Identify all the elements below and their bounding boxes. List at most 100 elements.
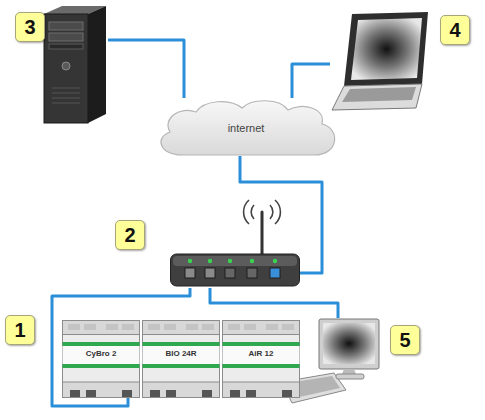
server-tower bbox=[62, 62, 70, 70]
controller-module bbox=[148, 324, 160, 330]
workstation: 5 bbox=[318, 318, 380, 380]
router-body bbox=[171, 254, 300, 286]
controller-module bbox=[143, 342, 220, 346]
laptop bbox=[344, 12, 428, 86]
controller-module bbox=[223, 321, 300, 398]
server-tower bbox=[49, 33, 83, 41]
controller-module bbox=[166, 390, 176, 397]
router-body bbox=[185, 268, 195, 278]
controller-module bbox=[63, 346, 140, 364]
controller-module bbox=[68, 324, 80, 330]
router-antenna bbox=[270, 205, 273, 219]
router-body bbox=[247, 268, 257, 278]
controller-module: AiR 12 bbox=[222, 320, 300, 398]
controller-module bbox=[223, 346, 300, 364]
router-body bbox=[228, 259, 232, 263]
callout-number: 2 bbox=[115, 220, 145, 250]
router-antenna bbox=[244, 200, 249, 224]
controller-module bbox=[246, 390, 256, 397]
controller-module bbox=[143, 321, 220, 335]
controller-module bbox=[202, 390, 212, 397]
controller-module bbox=[84, 324, 96, 330]
server-tower bbox=[49, 44, 83, 49]
controller-module bbox=[282, 390, 292, 397]
controller-module bbox=[143, 382, 220, 398]
controller-module bbox=[164, 324, 176, 330]
controller-module bbox=[202, 324, 214, 330]
controller-module bbox=[106, 324, 118, 330]
network-cable bbox=[108, 40, 184, 98]
router: 2 bbox=[170, 252, 300, 288]
controller-module bbox=[223, 342, 300, 346]
router-body bbox=[188, 259, 192, 263]
controller-group: 1CyBro 2BIO 24RAiR 12 bbox=[58, 318, 304, 400]
desktop-monitor bbox=[336, 374, 364, 379]
controller-module bbox=[222, 320, 300, 398]
controller-module bbox=[230, 390, 240, 397]
controller-module bbox=[63, 364, 140, 368]
controller-module bbox=[223, 321, 300, 335]
router-antenna bbox=[261, 212, 264, 254]
server-tower bbox=[40, 4, 108, 124]
server-tower bbox=[49, 22, 83, 30]
controller-module bbox=[63, 342, 140, 346]
router-body bbox=[250, 259, 254, 263]
controller-module bbox=[266, 324, 278, 330]
callout-number: 4 bbox=[440, 15, 470, 45]
cloud-label: internet bbox=[152, 122, 340, 134]
server-tower bbox=[52, 98, 80, 99]
module-label: BIO 24R bbox=[142, 349, 220, 358]
router-body bbox=[173, 256, 297, 266]
controller-module bbox=[282, 324, 294, 330]
laptop bbox=[351, 18, 422, 80]
controller-module: BIO 24R bbox=[142, 320, 220, 398]
controller-module bbox=[223, 364, 300, 368]
router-body bbox=[205, 268, 215, 278]
controller-module bbox=[62, 320, 140, 398]
server-tower bbox=[88, 6, 106, 123]
router-body bbox=[273, 259, 277, 263]
controller-module bbox=[86, 390, 96, 397]
server: 3 bbox=[40, 4, 108, 124]
controller-module bbox=[223, 382, 300, 398]
controller-module bbox=[63, 321, 140, 335]
controller-module bbox=[122, 390, 132, 397]
network-cable bbox=[210, 288, 338, 318]
desktop-monitor bbox=[342, 369, 356, 374]
internet-cloud: internet bbox=[152, 98, 340, 156]
laptop bbox=[332, 84, 422, 110]
router-antenna bbox=[251, 205, 254, 219]
desktop-monitor bbox=[318, 318, 380, 380]
callout-number: 5 bbox=[390, 325, 420, 355]
module-label: CyBro 2 bbox=[62, 349, 140, 358]
server-tower bbox=[52, 93, 80, 94]
router-body bbox=[225, 268, 235, 278]
laptop bbox=[330, 12, 430, 110]
controller-module bbox=[228, 324, 240, 330]
router-body bbox=[170, 252, 300, 288]
network-cable bbox=[292, 64, 330, 98]
server-tower bbox=[44, 14, 88, 123]
callout-number: 3 bbox=[15, 12, 45, 42]
callout-number: 1 bbox=[5, 315, 35, 345]
laptop bbox=[342, 87, 416, 102]
controller-module bbox=[63, 321, 140, 398]
laptop: 4 bbox=[330, 12, 430, 110]
router-body bbox=[208, 259, 212, 263]
controller-module bbox=[143, 364, 220, 368]
router-antenna bbox=[275, 200, 280, 224]
controller-module bbox=[142, 320, 220, 398]
desktop-monitor bbox=[323, 323, 375, 364]
desktop-monitor bbox=[319, 319, 379, 369]
router-antenna bbox=[244, 200, 281, 254]
controller-module bbox=[150, 390, 160, 397]
controller-module bbox=[122, 324, 134, 330]
controller-module bbox=[63, 382, 140, 398]
controller-module: CyBro 2 bbox=[62, 320, 140, 398]
server-tower bbox=[52, 88, 80, 89]
module-label: AiR 12 bbox=[222, 349, 300, 358]
controller-module bbox=[143, 321, 220, 398]
router-body bbox=[270, 268, 280, 278]
